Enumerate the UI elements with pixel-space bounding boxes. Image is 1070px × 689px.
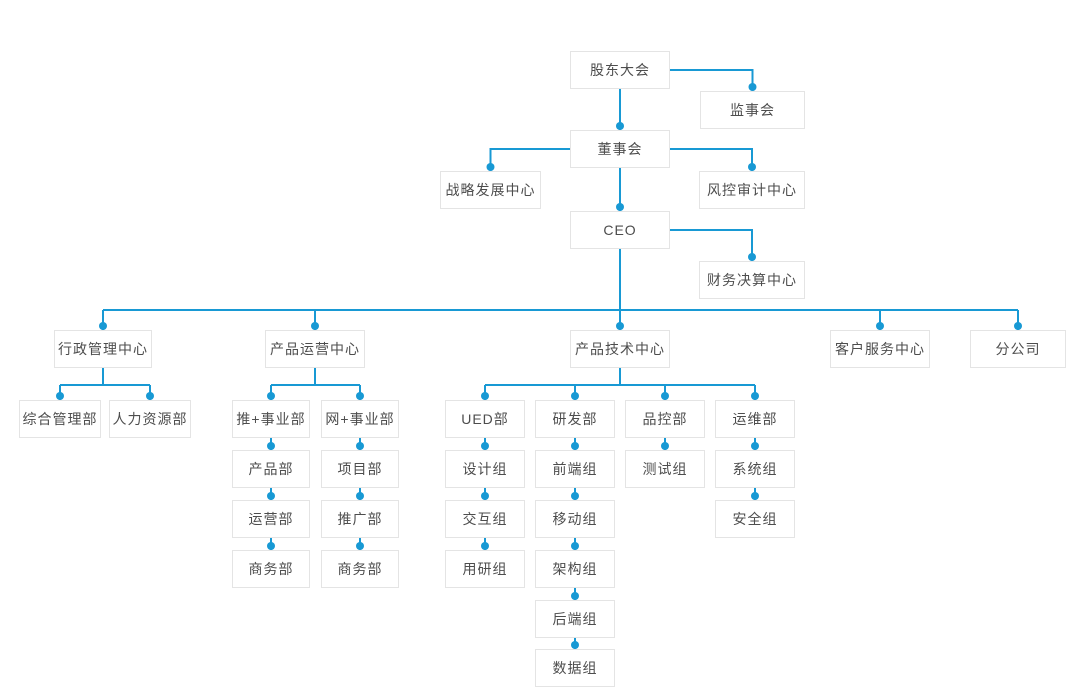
connector-dot bbox=[616, 122, 624, 130]
connector-line bbox=[670, 229, 753, 261]
connector-dot bbox=[267, 442, 275, 450]
connector-dot bbox=[571, 392, 579, 400]
org-node-yunying2: 运营部 bbox=[232, 500, 310, 538]
org-node-tuiguang: 推广部 bbox=[321, 500, 399, 538]
connector-dot bbox=[356, 392, 364, 400]
org-node-fengkong: 风控审计中心 bbox=[699, 171, 805, 209]
connector-dot bbox=[486, 163, 495, 171]
connector-line bbox=[489, 148, 570, 171]
org-node-houduan: 后端组 bbox=[535, 600, 615, 638]
org-node-pinkong: 品控部 bbox=[625, 400, 705, 438]
org-node-caiwu: 财务决算中心 bbox=[699, 261, 805, 299]
connector-dot bbox=[876, 322, 884, 330]
connector-dot bbox=[356, 442, 364, 450]
org-node-renli: 人力资源部 bbox=[109, 400, 191, 438]
org-node-wang: 网+事业部 bbox=[321, 400, 399, 438]
org-node-xitong: 系统组 bbox=[715, 450, 795, 488]
org-node-sheji: 设计组 bbox=[445, 450, 525, 488]
connector-dot bbox=[661, 392, 669, 400]
connector-dot bbox=[571, 542, 579, 550]
org-node-shangwu2: 商务部 bbox=[321, 550, 399, 588]
org-node-qianduan: 前端组 bbox=[535, 450, 615, 488]
connector-dot bbox=[481, 542, 489, 550]
connector-dot bbox=[751, 442, 759, 450]
org-node-zonghe: 综合管理部 bbox=[19, 400, 101, 438]
connector-dot bbox=[661, 442, 669, 450]
org-node-jiaohu: 交互组 bbox=[445, 500, 525, 538]
org-node-fengongsi: 分公司 bbox=[970, 330, 1066, 368]
connector-dot bbox=[748, 83, 757, 91]
org-node-jianshi: 监事会 bbox=[700, 91, 805, 129]
connector-dot bbox=[571, 442, 579, 450]
connector-dot bbox=[481, 492, 489, 500]
connector-dot bbox=[751, 392, 759, 400]
org-node-yidong: 移动组 bbox=[535, 500, 615, 538]
org-node-xingzheng: 行政管理中心 bbox=[54, 330, 152, 368]
org-node-shuju: 数据组 bbox=[535, 649, 615, 687]
connector-dot bbox=[311, 322, 319, 330]
connector-dot bbox=[146, 392, 154, 400]
connector-dot bbox=[481, 392, 489, 400]
org-node-ceo: CEO bbox=[570, 211, 670, 249]
connector-line bbox=[670, 69, 754, 91]
connector-dot bbox=[267, 392, 275, 400]
connector-dot bbox=[481, 442, 489, 450]
org-node-yanfa: 研发部 bbox=[535, 400, 615, 438]
org-node-dongshi: 董事会 bbox=[570, 130, 670, 168]
connector-dot bbox=[751, 492, 759, 500]
org-node-kefu: 客户服务中心 bbox=[830, 330, 930, 368]
connector-dot bbox=[267, 492, 275, 500]
org-node-yunying: 产品运营中心 bbox=[265, 330, 365, 368]
connector-dot bbox=[571, 592, 579, 600]
org-node-ued: UED部 bbox=[445, 400, 525, 438]
connector-dot bbox=[571, 492, 579, 500]
org-node-gudong: 股东大会 bbox=[570, 51, 670, 89]
org-node-tui: 推+事业部 bbox=[232, 400, 310, 438]
connector-dot bbox=[1014, 322, 1022, 330]
connector-dot bbox=[571, 641, 579, 649]
org-node-yongyan: 用研组 bbox=[445, 550, 525, 588]
org-node-anquan: 安全组 bbox=[715, 500, 795, 538]
connector-dot bbox=[616, 203, 624, 211]
org-node-jishu: 产品技术中心 bbox=[570, 330, 670, 368]
connector-dot bbox=[356, 542, 364, 550]
connector-dot bbox=[748, 163, 756, 171]
connector-line bbox=[670, 148, 753, 171]
connector-dot bbox=[267, 542, 275, 550]
org-node-shangwu1: 商务部 bbox=[232, 550, 310, 588]
connector-dot bbox=[616, 322, 624, 330]
org-node-xiangmu: 项目部 bbox=[321, 450, 399, 488]
connector-dot bbox=[748, 253, 756, 261]
connector-dot bbox=[356, 492, 364, 500]
org-node-zhanlue: 战略发展中心 bbox=[440, 171, 541, 209]
org-node-ceshi: 测试组 bbox=[625, 450, 705, 488]
org-node-yunwei: 运维部 bbox=[715, 400, 795, 438]
connector-dot bbox=[56, 392, 64, 400]
org-node-jiagou: 架构组 bbox=[535, 550, 615, 588]
connector-dot bbox=[99, 322, 107, 330]
org-node-chanpin: 产品部 bbox=[232, 450, 310, 488]
